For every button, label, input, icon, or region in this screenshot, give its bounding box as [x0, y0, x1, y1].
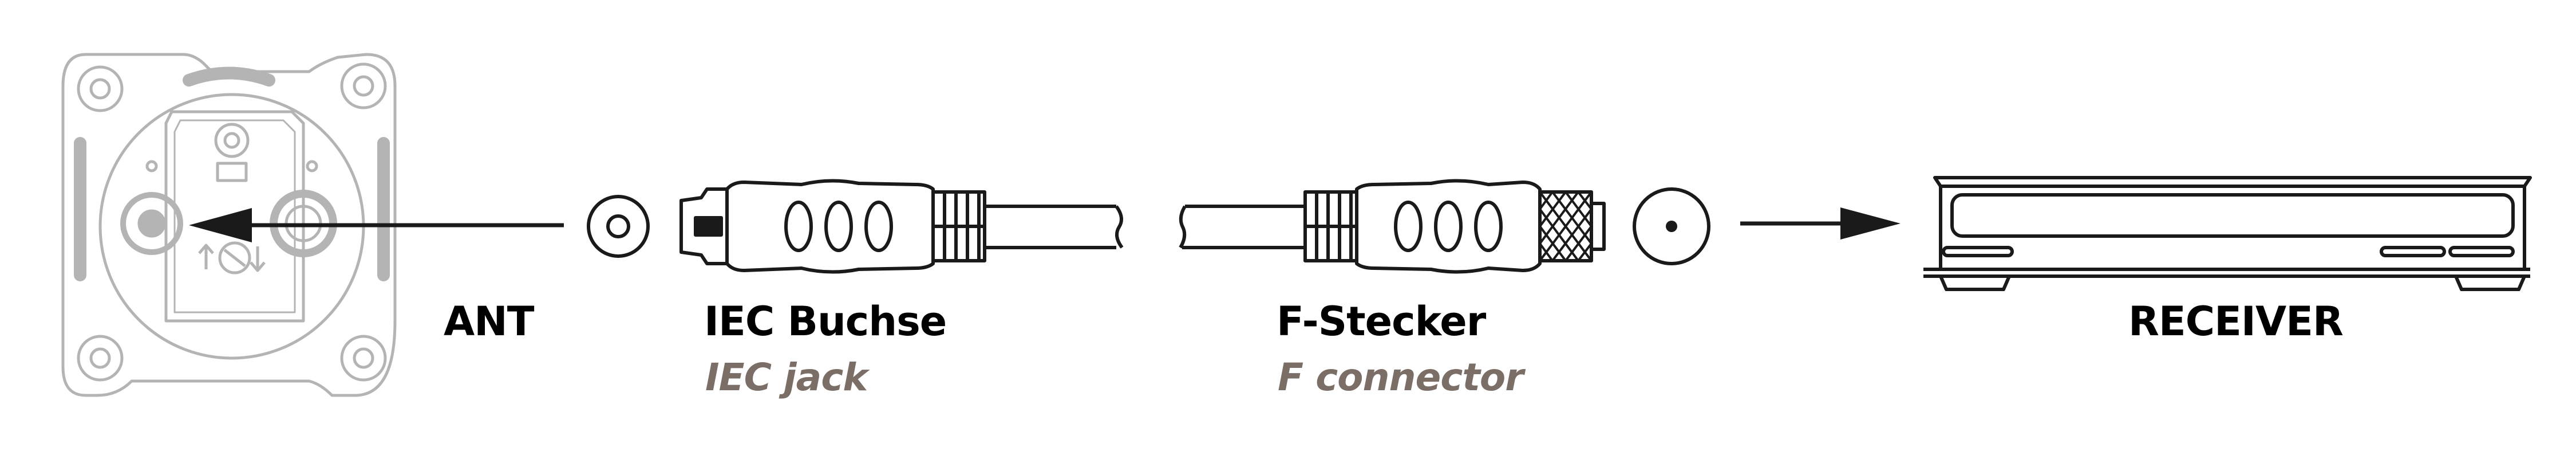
f-connector-icon: [1303, 179, 1606, 274]
f-connector-pin-icon: [1633, 187, 1710, 265]
arrow-left-icon: [189, 208, 564, 242]
coax-cable-icon: [985, 205, 1124, 249]
iec-plug-icon: [587, 195, 650, 258]
receiver-label: RECEIVER: [2128, 298, 2344, 345]
antenna-wall-socket-icon: [61, 53, 397, 397]
iec-subtitle-label: IEC jack: [705, 355, 868, 399]
iec-jack-connector-icon: [679, 179, 986, 274]
ant-label: ANT: [444, 298, 535, 345]
arrow-right-icon: [1740, 207, 1901, 240]
f-title-label: F-Stecker: [1277, 298, 1486, 345]
receiver-box-icon: [1923, 176, 2532, 291]
iec-title-label: IEC Buchse: [704, 298, 947, 345]
f-subtitle-label: F connector: [1278, 355, 1524, 399]
coax-cable-icon: [1179, 205, 1305, 249]
